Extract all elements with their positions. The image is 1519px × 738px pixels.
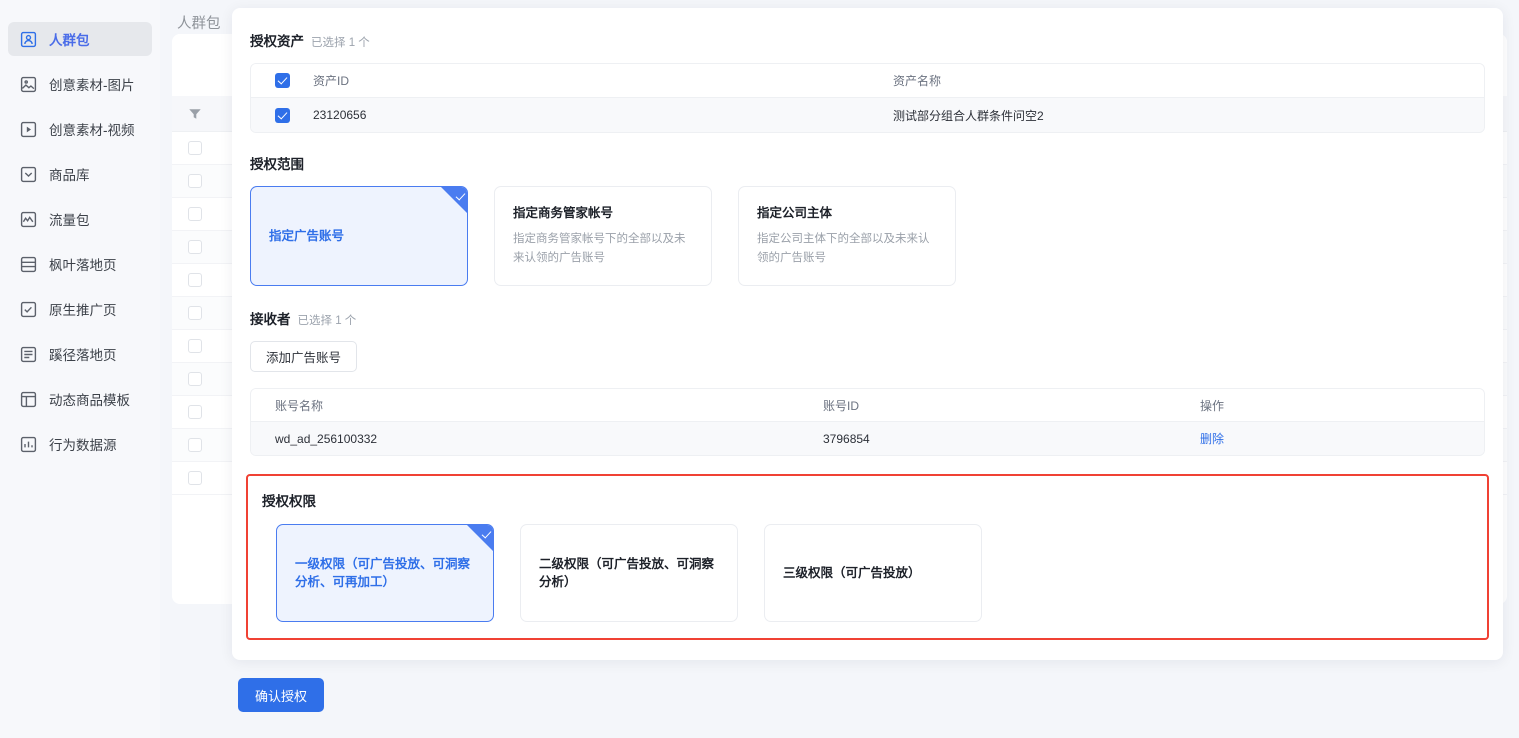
row-checkbox[interactable] — [188, 240, 202, 254]
asset-selected-count: 已选择 1 个 — [311, 37, 370, 49]
authorization-modal: 授权资产 已选择 1 个 资产ID 资产名称 23120656 测试部分组合人群… — [232, 8, 1503, 660]
receiver-col-name: 账号名称 — [275, 398, 324, 413]
permission-option-label: 一级权限（可广告投放、可洞察分析、可再加工） — [295, 556, 471, 589]
scope-option-desc: 指定公司主体下的全部以及未来认领的广告账号 — [757, 233, 930, 265]
sidebar-item-audience[interactable]: 人群包 — [8, 22, 152, 56]
sidebar-item-path-landing[interactable]: 蹊径落地页 — [8, 337, 152, 371]
scope-option-label: 指定广告账号 — [269, 228, 345, 243]
permission-option-label: 三级权限（可广告投放） — [783, 565, 921, 580]
sidebar-item-creative-image[interactable]: 创意素材-图片 — [8, 67, 152, 101]
confirm-authorization-button[interactable]: 确认授权 — [238, 678, 325, 712]
checkbox-checked-icon[interactable] — [275, 73, 290, 88]
page-title: 人群包 — [177, 16, 221, 32]
native-promo-icon — [20, 301, 37, 318]
row-checkbox[interactable] — [188, 438, 202, 452]
sidebar-item-label: 动态商品模板 — [49, 393, 130, 408]
receiver-table-header: 账号名称 账号ID 操作 — [251, 389, 1484, 422]
dynamic-template-icon — [20, 391, 37, 408]
sidebar-item-label: 创意素材-图片 — [49, 78, 135, 93]
permission-option-level-1[interactable]: 一级权限（可广告投放、可洞察分析、可再加工） — [276, 524, 494, 622]
receiver-row-id: 3796854 — [823, 431, 870, 446]
sidebar-item-dynamic-template[interactable]: 动态商品模板 — [8, 382, 152, 416]
landing-page-icon — [20, 256, 37, 273]
image-icon — [20, 76, 37, 93]
asset-row-name: 测试部分组合人群条件问空2 — [893, 108, 1044, 123]
sidebar-item-label: 枫叶落地页 — [49, 258, 117, 273]
checkbox-checked-icon[interactable] — [275, 107, 290, 123]
sidebar-item-label: 蹊径落地页 — [49, 348, 117, 363]
sidebar-item-label: 创意素材-视频 — [49, 123, 135, 138]
table-row[interactable]: 23120656 测试部分组合人群条件问空2 — [251, 98, 1484, 132]
sidebar-item-label: 流量包 — [49, 213, 90, 228]
filter-icon[interactable] — [188, 107, 202, 121]
sidebar-item-label: 商品库 — [49, 168, 90, 183]
sidebar-item-label: 人群包 — [49, 33, 90, 48]
permission-section-title: 授权权限 — [262, 494, 316, 509]
receiver-row-name: wd_ad_256100332 — [275, 431, 378, 446]
asset-section-title: 授权资产 — [250, 34, 304, 49]
asset-section-header: 授权资产 已选择 1 个 — [250, 30, 1485, 50]
asset-col-id: 资产ID — [313, 74, 350, 88]
sidebar-item-behavior-data[interactable]: 行为数据源 — [8, 427, 152, 461]
asset-row-checkbox-cell[interactable] — [251, 107, 313, 123]
check-corner-icon — [467, 525, 493, 551]
scope-section-header: 授权范围 — [250, 153, 1485, 173]
row-checkbox[interactable] — [188, 339, 202, 353]
product-library-icon — [20, 166, 37, 183]
asset-table: 资产ID 资产名称 23120656 测试部分组合人群条件问空2 — [250, 63, 1485, 133]
receiver-section-title: 接收者 — [250, 312, 291, 327]
receiver-section-header: 接收者 已选择 1 个 — [250, 308, 1485, 328]
scope-option-desc: 指定商务管家帐号下的全部以及未来认领的广告账号 — [513, 233, 686, 265]
sidebar-item-native-promo[interactable]: 原生推广页 — [8, 292, 152, 326]
receiver-table: 账号名称 账号ID 操作 wd_ad_256100332 3796854 删除 — [250, 388, 1485, 456]
asset-select-all-cell[interactable] — [251, 73, 313, 88]
asset-table-header: 资产ID 资产名称 — [251, 64, 1484, 98]
table-row: wd_ad_256100332 3796854 删除 — [251, 422, 1484, 455]
sidebar-item-label: 原生推广页 — [49, 303, 117, 318]
path-landing-icon — [20, 346, 37, 363]
row-checkbox[interactable] — [188, 207, 202, 221]
sidebar-item-creative-video[interactable]: 创意素材-视频 — [8, 112, 152, 146]
permission-section-header: 授权权限 — [262, 490, 1473, 510]
scope-option-company-entity[interactable]: 指定公司主体 指定公司主体下的全部以及未来认领的广告账号 — [738, 186, 956, 286]
sidebar: 人群包 创意素材-图片 创意素材-视频 商品库 — [0, 0, 160, 738]
asset-row-id: 23120656 — [313, 108, 367, 122]
sidebar-item-traffic[interactable]: 流量包 — [8, 202, 152, 236]
video-icon — [20, 121, 37, 138]
permission-option-label: 二级权限（可广告投放、可洞察分析） — [539, 556, 715, 589]
scope-options: 指定广告账号 指定商务管家帐号 指定商务管家帐号下的全部以及未来认领的广告账号 … — [250, 186, 1485, 286]
asset-col-name: 资产名称 — [893, 74, 942, 88]
row-checkbox[interactable] — [188, 141, 202, 155]
row-checkbox[interactable] — [188, 306, 202, 320]
sidebar-item-product-library[interactable]: 商品库 — [8, 157, 152, 191]
receiver-selected-count: 已选择 1 个 — [297, 315, 357, 327]
behavior-data-icon — [20, 436, 37, 453]
receiver-col-action: 操作 — [1200, 398, 1225, 413]
row-checkbox[interactable] — [188, 471, 202, 485]
audience-icon — [20, 31, 37, 48]
scope-option-label: 指定公司主体 — [757, 205, 833, 220]
permission-options: 一级权限（可广告投放、可洞察分析、可再加工） 二级权限（可广告投放、可洞察分析）… — [262, 524, 1473, 622]
scope-section-title: 授权范围 — [250, 157, 304, 172]
row-checkbox[interactable] — [188, 372, 202, 386]
sidebar-item-landing-page[interactable]: 枫叶落地页 — [8, 247, 152, 281]
permission-option-level-2[interactable]: 二级权限（可广告投放、可洞察分析） — [520, 524, 738, 622]
scope-option-label: 指定商务管家帐号 — [513, 205, 614, 220]
check-corner-icon — [441, 187, 467, 213]
delete-link[interactable]: 删除 — [1200, 432, 1225, 446]
sidebar-item-label: 行为数据源 — [49, 438, 117, 453]
traffic-icon — [20, 211, 37, 228]
receiver-col-id: 账号ID — [823, 398, 860, 413]
permission-option-level-3[interactable]: 三级权限（可广告投放） — [764, 524, 982, 622]
permission-section-highlight: 授权权限 一级权限（可广告投放、可洞察分析、可再加工） 二级权限（可广告投放、可… — [246, 474, 1489, 640]
row-checkbox[interactable] — [188, 273, 202, 287]
scope-option-ad-account[interactable]: 指定广告账号 — [250, 186, 468, 286]
row-checkbox[interactable] — [188, 174, 202, 188]
scope-option-business-manager[interactable]: 指定商务管家帐号 指定商务管家帐号下的全部以及未来认领的广告账号 — [494, 186, 712, 286]
add-ad-account-button[interactable]: 添加广告账号 — [250, 341, 358, 372]
row-checkbox[interactable] — [188, 405, 202, 419]
